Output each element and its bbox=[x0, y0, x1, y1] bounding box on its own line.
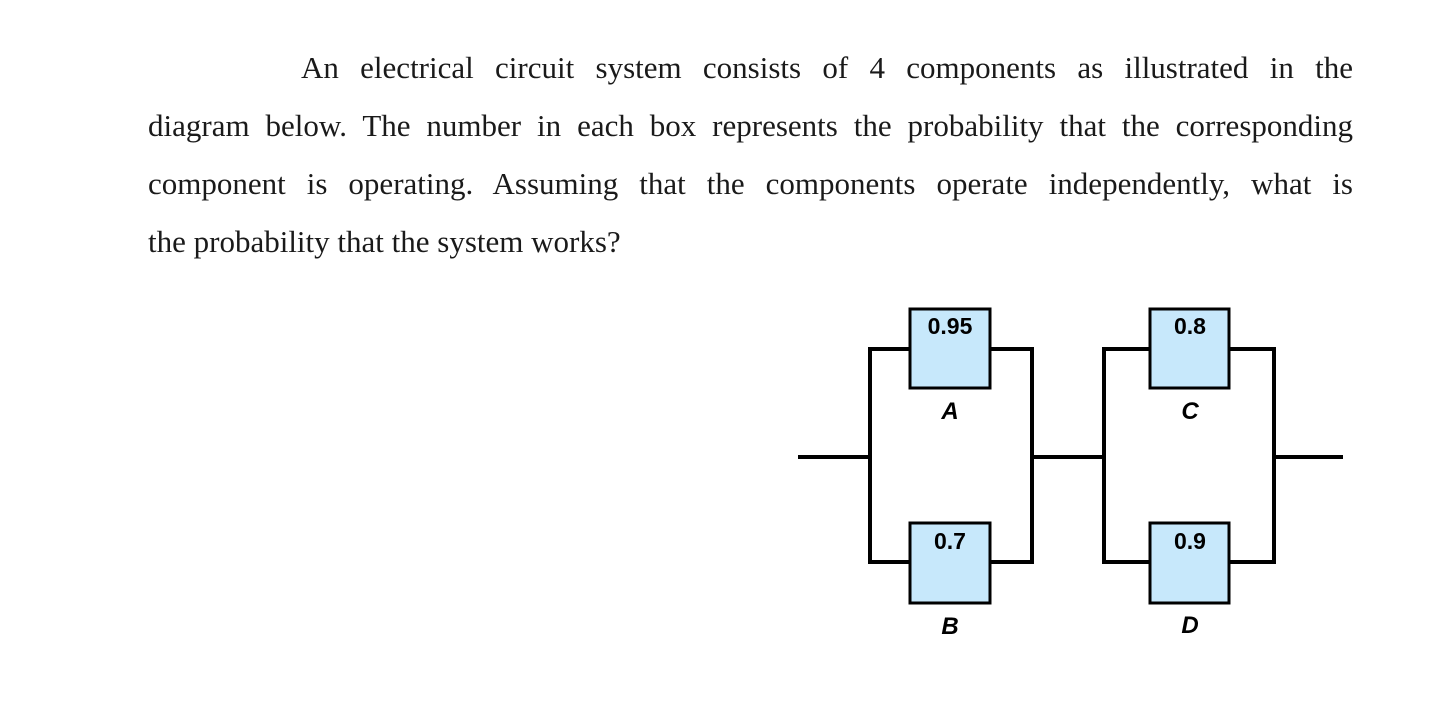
circuit-wires bbox=[798, 347, 1343, 564]
problem-line-1: An electrical circuit system consists of… bbox=[301, 50, 1353, 85]
component-d: 0.9 D bbox=[1148, 521, 1231, 639]
left-parallel-output-wire bbox=[990, 347, 1034, 564]
component-a-label: A bbox=[940, 398, 958, 425]
right-parallel-output-wire bbox=[1229, 347, 1276, 564]
component-a: 0.95 A bbox=[908, 307, 992, 425]
problem-line-2: diagram below. The number in each box re… bbox=[148, 108, 1353, 143]
component-d-label: D bbox=[1181, 612, 1198, 639]
component-d-probability: 0.9 bbox=[1174, 528, 1206, 554]
component-b-box bbox=[908, 521, 992, 605]
component-a-box bbox=[908, 307, 992, 390]
right-parallel-input-wire bbox=[1102, 347, 1150, 564]
component-a-probability: 0.95 bbox=[928, 313, 973, 339]
component-b-label: B bbox=[941, 613, 958, 640]
left-parallel-input-wire bbox=[868, 347, 910, 564]
component-c: 0.8 C bbox=[1148, 307, 1231, 425]
component-b-probability: 0.7 bbox=[934, 528, 966, 554]
problem-line-4: the probability that the system works? bbox=[148, 224, 621, 259]
problem-line-3: component is operating. Assuming that th… bbox=[148, 166, 1353, 201]
component-d-box bbox=[1148, 521, 1231, 605]
component-b: 0.7 B bbox=[908, 521, 992, 640]
component-c-label: C bbox=[1181, 398, 1199, 425]
component-c-box bbox=[1148, 307, 1231, 390]
component-c-probability: 0.8 bbox=[1174, 313, 1206, 339]
